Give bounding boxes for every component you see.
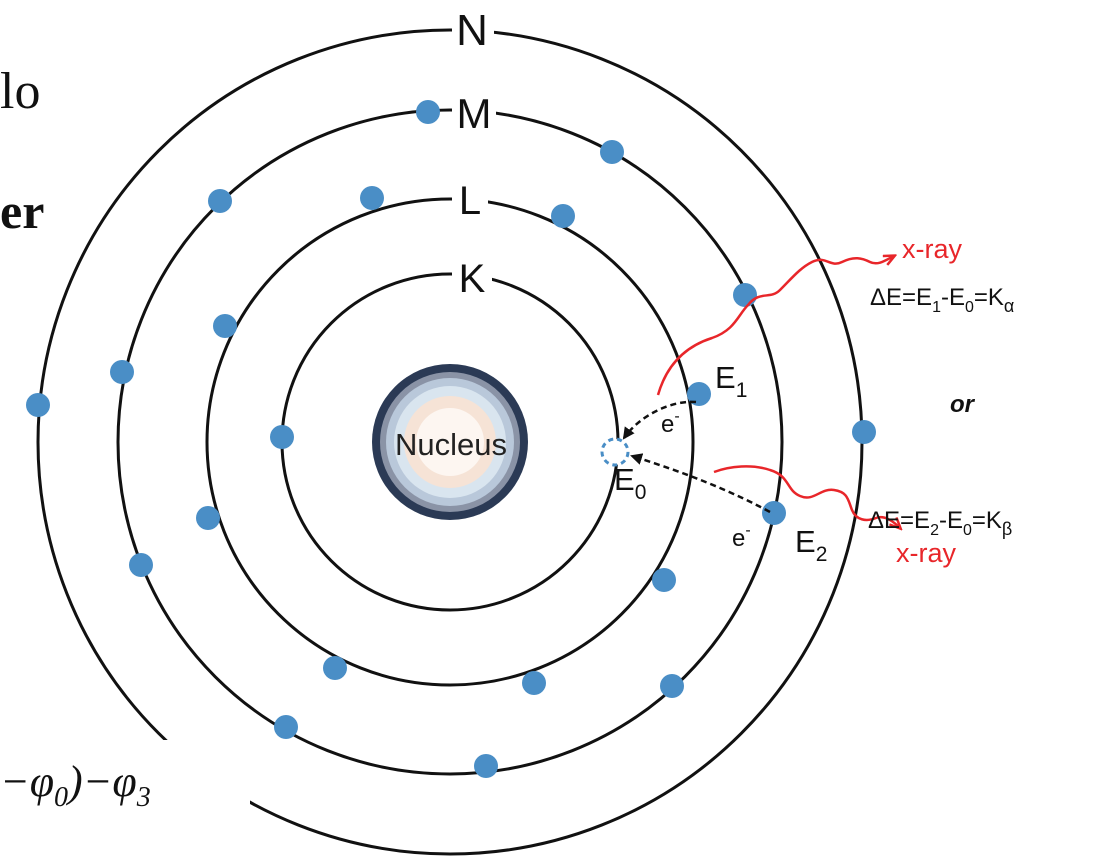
shell-label-l: L: [459, 179, 481, 223]
transition-arrow-e1: [622, 400, 697, 440]
shell-label-n: N: [456, 6, 488, 55]
nucleus: Nucleus: [372, 364, 528, 520]
level-label-e0: E0: [614, 462, 646, 504]
electron: [129, 553, 153, 577]
cropped-text-bold: er: [0, 183, 45, 239]
electron: [687, 382, 711, 406]
level-label-e1: E1: [715, 360, 747, 402]
electron: [360, 186, 384, 210]
or-label: or: [950, 391, 976, 418]
equation-k-beta: ΔE=E2-E0=Kβ: [868, 507, 1012, 539]
electron: [110, 360, 134, 384]
nucleus-label: Nucleus: [395, 427, 507, 462]
xray-wave-alpha: [656, 256, 894, 396]
electron: [600, 140, 624, 164]
formula-fragment: −φ0)−φ3: [0, 757, 151, 813]
formula-background: [0, 740, 250, 857]
electron: [323, 656, 347, 680]
shell-label-m: M: [457, 90, 492, 137]
electron-label-2: e-: [732, 522, 751, 552]
xray-wave-beta: [713, 465, 900, 528]
electron-vacancy: [600, 437, 630, 467]
electron: [196, 506, 220, 530]
shell-m: [116, 108, 784, 776]
electron: [270, 425, 294, 449]
electron: [474, 754, 498, 778]
electron: [213, 314, 237, 338]
equation-k-alpha: ΔE=E1-E0=Kα: [870, 284, 1014, 316]
electron: [551, 204, 575, 228]
electron: [762, 501, 786, 525]
electron: [733, 283, 757, 307]
shell-label-k: K: [459, 257, 486, 301]
electron: [416, 100, 440, 124]
transition-arrow-e2: [630, 453, 771, 514]
electron: [660, 674, 684, 698]
electron: [26, 393, 50, 417]
electron-label-1: e-: [661, 408, 680, 438]
xray-label-alpha: x-ray: [902, 234, 962, 264]
level-label-e2: E2: [795, 524, 827, 566]
electron: [652, 568, 676, 592]
electron: [274, 715, 298, 739]
electrons: [26, 100, 876, 778]
cropped-text-top: lo: [0, 63, 41, 120]
electron: [852, 420, 876, 444]
electron: [208, 189, 232, 213]
electron: [522, 671, 546, 695]
shell-l: [205, 197, 695, 687]
xray-label-beta: x-ray: [896, 538, 956, 568]
